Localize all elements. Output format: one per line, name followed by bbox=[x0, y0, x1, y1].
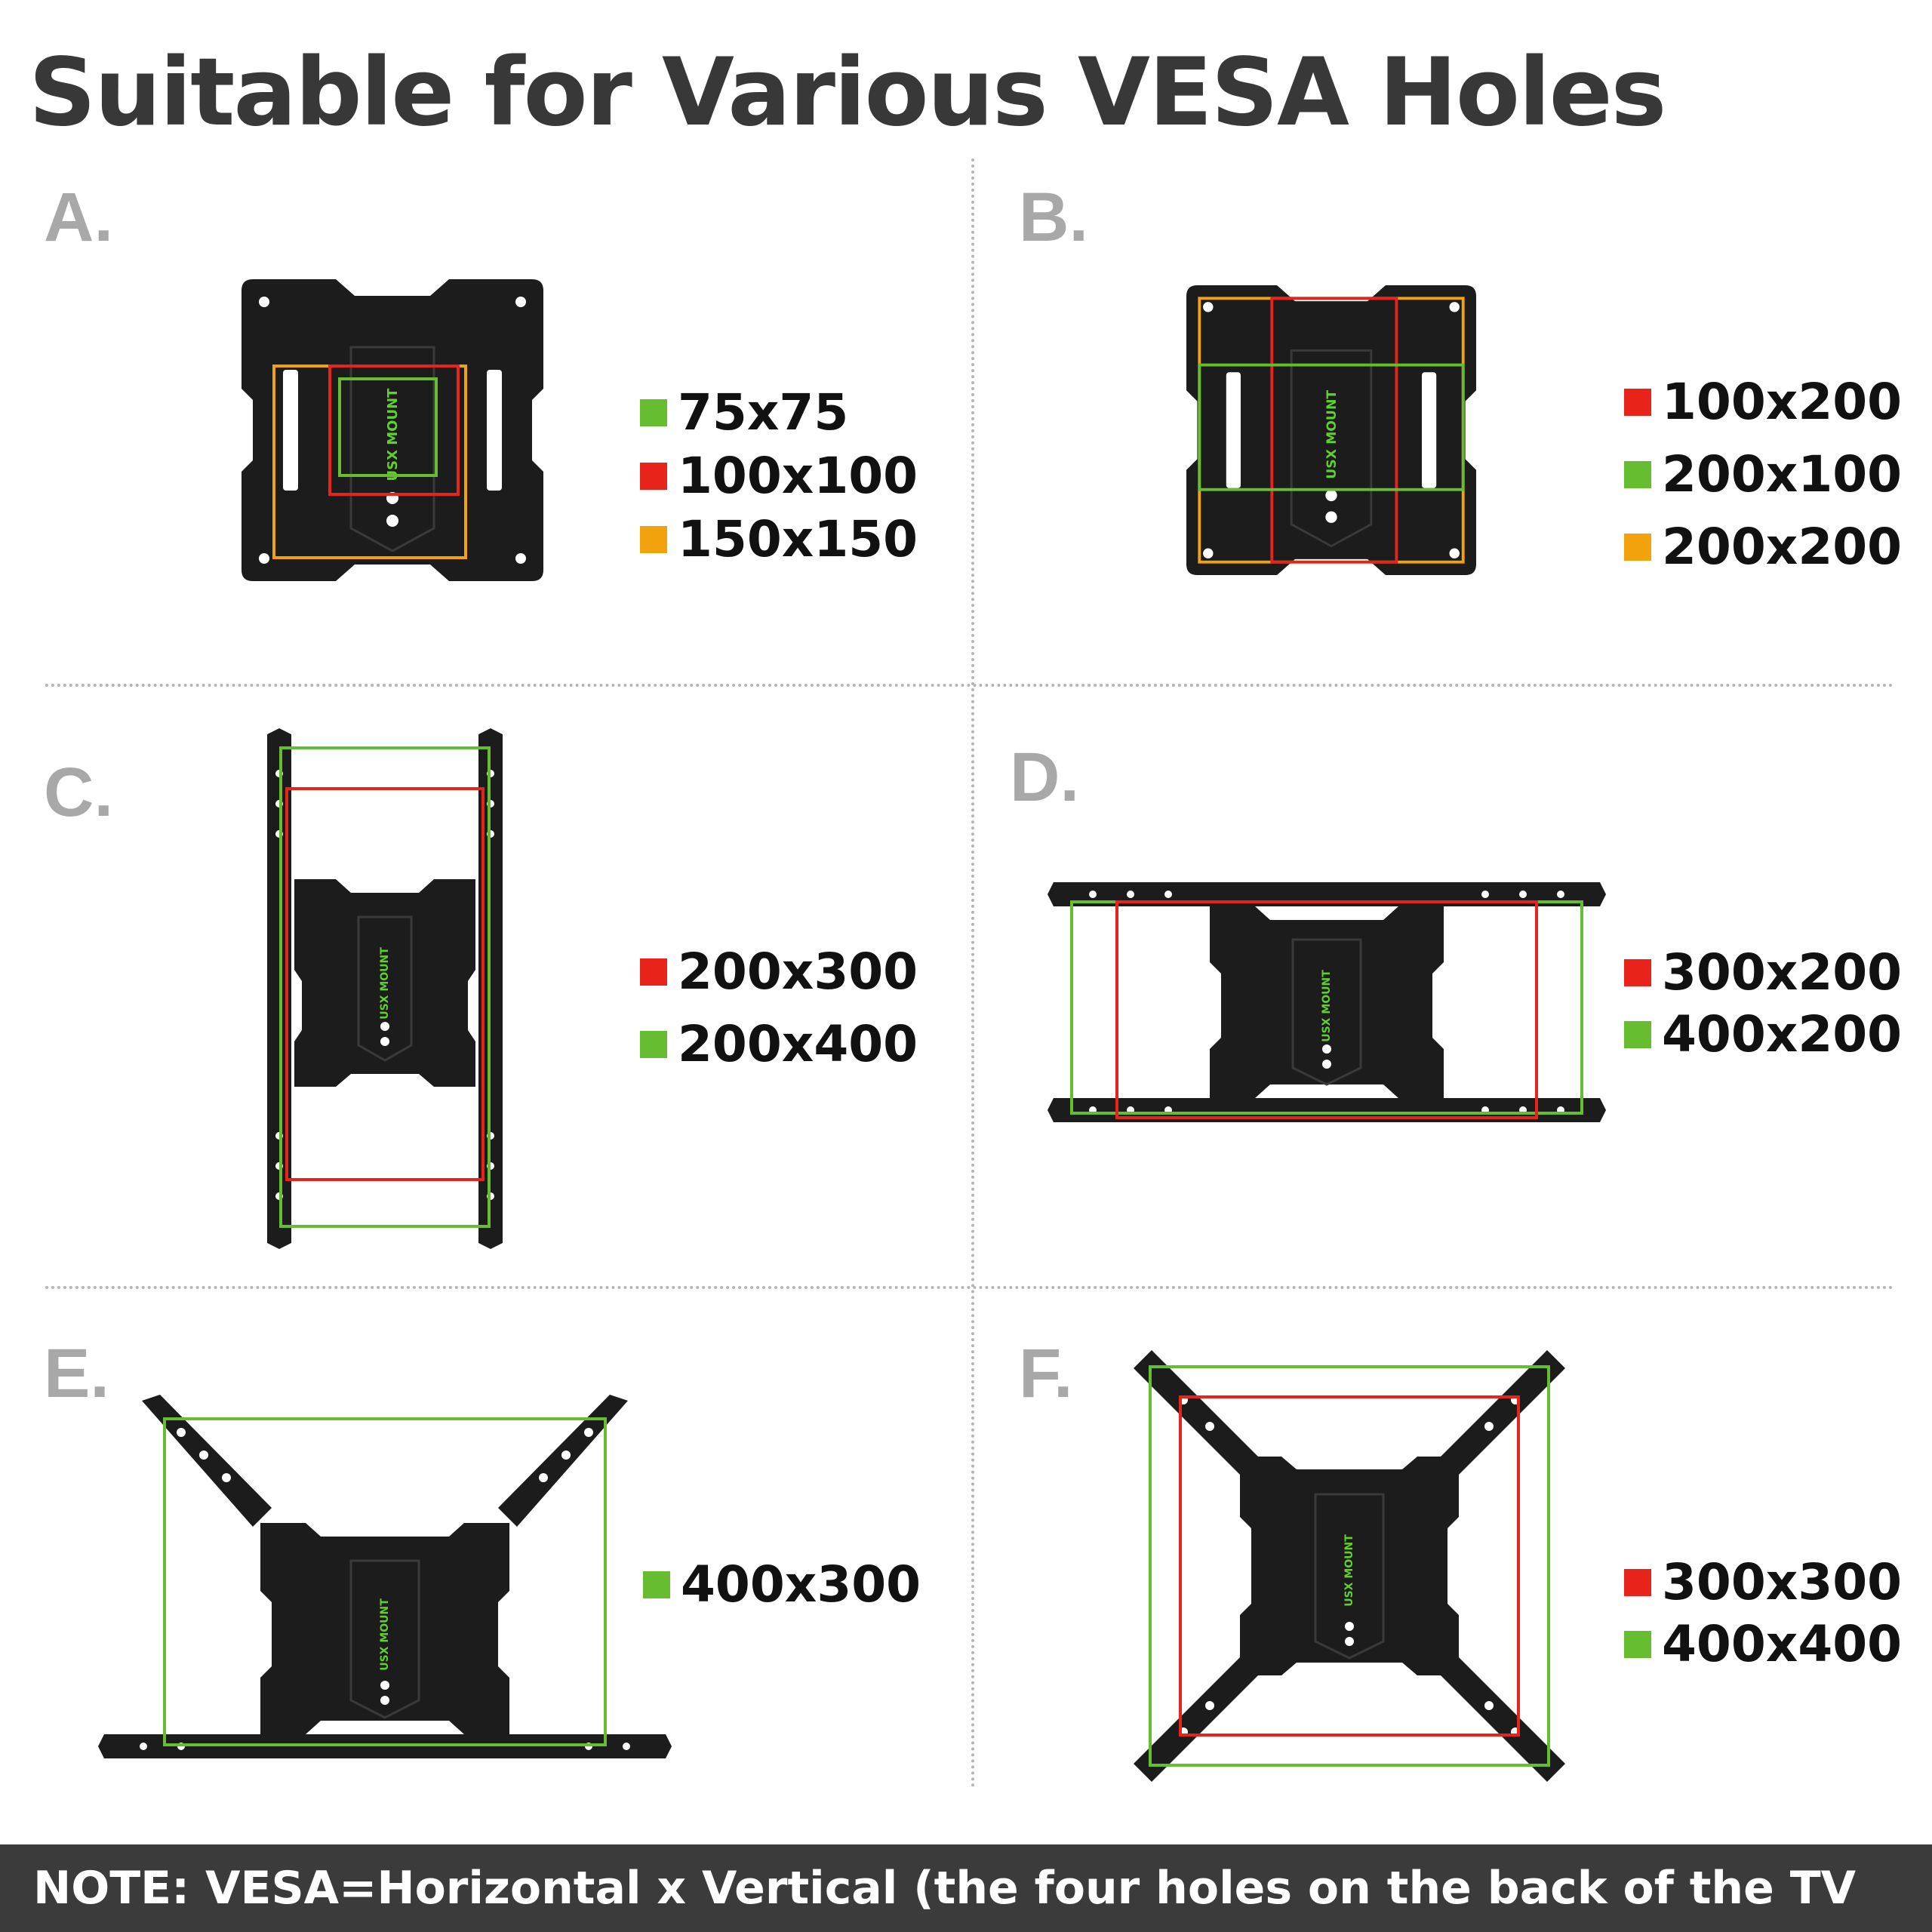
legend-b: 100x200 200x100 200x200 bbox=[1624, 366, 1902, 583]
legend-item: 300x200 bbox=[1624, 942, 1902, 1004]
legend-a: 75x75 100x100 150x150 bbox=[640, 381, 918, 571]
vesa-outline-75x75 bbox=[338, 377, 438, 477]
section-letter: F. bbox=[1019, 1335, 1073, 1412]
vesa-outline-100x100 bbox=[328, 365, 460, 496]
brand-logo: USX MOUNT bbox=[1343, 1534, 1355, 1607]
legend-label: 75x75 bbox=[678, 383, 849, 441]
legend-item: 100x100 bbox=[640, 445, 918, 508]
legend-item: 200x200 bbox=[1624, 511, 1902, 583]
legend-label: 150x150 bbox=[678, 510, 918, 568]
vesa-outline-200x400 bbox=[279, 746, 491, 1228]
legend-item: 400x400 bbox=[1624, 1614, 1902, 1675]
red-swatch-icon bbox=[1624, 959, 1651, 986]
vesa-outline-200x300 bbox=[285, 787, 485, 1181]
legend-item: 300x300 bbox=[1624, 1552, 1902, 1614]
legend-item: 75x75 bbox=[640, 381, 918, 445]
section-letter: A. bbox=[44, 179, 113, 256]
legend-label: 300x200 bbox=[1662, 943, 1903, 1001]
legend-label: 200x300 bbox=[678, 943, 918, 1001]
section-letter: C. bbox=[44, 754, 113, 831]
brand-logo: USX MOUNT bbox=[379, 1598, 391, 1671]
legend-label: 200x100 bbox=[1662, 445, 1903, 503]
legend-e: 400x300 bbox=[643, 1553, 921, 1617]
green-swatch-icon bbox=[640, 1031, 667, 1058]
brand-logo: USX MOUNT bbox=[385, 388, 401, 481]
legend-c: 200x300 200x400 bbox=[640, 936, 918, 1081]
legend-item: 100x200 bbox=[1624, 366, 1902, 438]
green-swatch-icon bbox=[1624, 461, 1651, 488]
brand-logo: USX MOUNT bbox=[1324, 390, 1340, 479]
red-swatch-icon bbox=[640, 958, 667, 986]
vesa-outline-200x100 bbox=[1198, 363, 1465, 491]
brand-logo: USX MOUNT bbox=[379, 947, 391, 1020]
page-title: Suitable for Various VESA Holes bbox=[29, 38, 1667, 147]
orange-swatch-icon bbox=[640, 526, 667, 553]
mount-drawing-f: USX MOUNT bbox=[1134, 1350, 1565, 1782]
mount-drawing-c: USX MOUNT bbox=[267, 728, 503, 1249]
section-letter: D. bbox=[1010, 739, 1079, 816]
mount-drawing-b: USX MOUNT bbox=[1186, 285, 1476, 575]
vertical-divider bbox=[971, 158, 974, 1789]
legend-label: 300x300 bbox=[1662, 1553, 1903, 1611]
row-divider-2 bbox=[45, 1286, 1894, 1289]
note-text: NOTE: VESA=Horizontal x Vertical (the fo… bbox=[33, 1862, 1857, 1915]
section-letter: B. bbox=[1019, 179, 1088, 256]
legend-item: 400x300 bbox=[643, 1553, 921, 1617]
vesa-outline-400x300 bbox=[163, 1417, 607, 1746]
legend-label: 100x100 bbox=[678, 447, 918, 505]
orange-swatch-icon bbox=[1624, 534, 1651, 561]
legend-label: 100x200 bbox=[1662, 373, 1903, 431]
green-swatch-icon bbox=[640, 399, 667, 426]
mount-drawing-e: USX MOUNT bbox=[98, 1395, 672, 1758]
red-swatch-icon bbox=[1624, 1569, 1651, 1596]
legend-d: 300x200 400x200 bbox=[1624, 942, 1902, 1066]
legend-item: 200x100 bbox=[1624, 438, 1902, 511]
red-swatch-icon bbox=[1624, 389, 1651, 416]
brand-logo: USX MOUNT bbox=[1321, 970, 1333, 1042]
vesa-outline-400x400 bbox=[1149, 1365, 1550, 1767]
mount-drawing-a: USX MOUNT bbox=[242, 279, 543, 581]
legend-item: 150x150 bbox=[640, 508, 918, 571]
section-letter: E. bbox=[44, 1335, 109, 1412]
green-swatch-icon bbox=[1624, 1631, 1651, 1658]
legend-item: 200x400 bbox=[640, 1008, 918, 1081]
legend-label: 400x300 bbox=[681, 1555, 921, 1614]
vesa-outline-300x200 bbox=[1115, 900, 1538, 1119]
legend-item: 400x200 bbox=[1624, 1004, 1902, 1066]
legend-item: 200x300 bbox=[640, 936, 918, 1008]
legend-f: 300x300 400x400 bbox=[1624, 1552, 1902, 1675]
row-divider-1 bbox=[45, 684, 1894, 687]
vesa-outline-100x200 bbox=[1270, 297, 1398, 564]
legend-label: 400x200 bbox=[1662, 1005, 1903, 1063]
note-bar: NOTE: VESA=Horizontal x Vertical (the fo… bbox=[0, 1844, 1932, 1932]
mount-drawing-d: USX MOUNT bbox=[1048, 882, 1606, 1122]
legend-label: 200x200 bbox=[1662, 518, 1903, 576]
legend-label: 200x400 bbox=[678, 1015, 918, 1073]
legend-label: 400x400 bbox=[1662, 1615, 1903, 1673]
vesa-outline-300x300 bbox=[1179, 1395, 1520, 1737]
green-swatch-icon bbox=[643, 1571, 670, 1598]
red-swatch-icon bbox=[640, 463, 667, 490]
green-swatch-icon bbox=[1624, 1021, 1651, 1048]
